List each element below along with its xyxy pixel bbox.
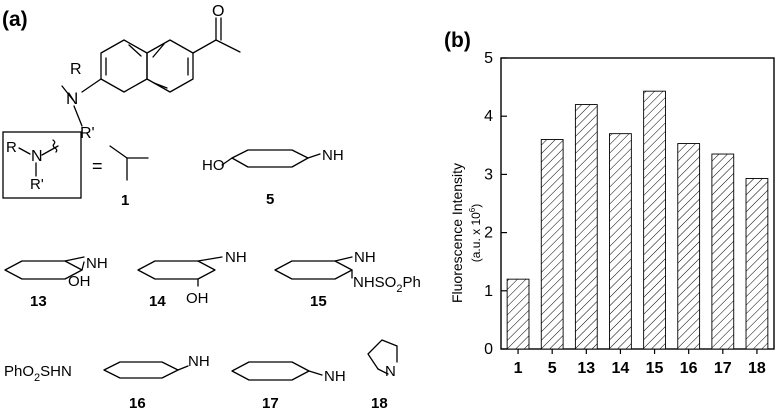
compound-15-label: 15 xyxy=(310,293,327,310)
x-tick-label-15: 15 xyxy=(646,360,664,377)
box-r-prime: R' xyxy=(30,176,44,193)
compound-15-group-2: NHSO2Ph xyxy=(353,274,421,295)
x-tick-label-18: 18 xyxy=(748,360,766,377)
compound-18-structure xyxy=(367,339,398,375)
compound-16-structure xyxy=(103,361,189,379)
y-axis-units-exponent: 6 xyxy=(468,207,477,212)
naphthalene-core xyxy=(61,17,241,127)
compound-17-structure xyxy=(231,361,323,381)
bar-5 xyxy=(540,139,564,350)
compound-1-label: 1 xyxy=(121,192,129,209)
compound-14-group-2: OH xyxy=(186,290,209,307)
bar-17 xyxy=(711,153,735,350)
compound-16-group-1: PhO2SHN xyxy=(4,363,72,384)
bar-13 xyxy=(574,104,598,350)
substituent-r-prime: R' xyxy=(80,125,95,142)
compound-14-group-1: NH xyxy=(225,249,247,266)
y-axis-units: (a.u. x 106) xyxy=(468,204,483,262)
structure-panel: (a) O N R R' R N R' = 1 xyxy=(2,3,421,412)
compound-16-group-3: NH xyxy=(188,353,210,370)
y-tick-label-2: 2 xyxy=(484,225,493,242)
compound-18-label: 18 xyxy=(371,395,388,412)
y-tick-label-1: 1 xyxy=(484,283,493,300)
bar-1 xyxy=(506,278,530,350)
compound-16-subscript: 2 xyxy=(34,372,40,384)
compound-17-group-1: NH xyxy=(324,368,346,385)
compound-5-structure xyxy=(221,149,321,168)
bar-15 xyxy=(643,90,666,350)
compound-16-group-2: SHN xyxy=(40,363,72,380)
x-tick-label-13: 13 xyxy=(577,360,595,377)
y-axis-units-close: ) xyxy=(469,204,483,208)
compound-13-label: 13 xyxy=(30,293,47,310)
compound-5-label: 5 xyxy=(266,191,274,208)
x-tick-label-1: 1 xyxy=(514,360,523,377)
x-tick-label-16: 16 xyxy=(680,360,698,377)
amine-nitrogen: N xyxy=(66,89,78,108)
bar-18 xyxy=(745,178,769,350)
compound-18-group-1: N xyxy=(385,363,396,380)
bar-16 xyxy=(677,143,701,350)
x-tick-label-17: 17 xyxy=(714,360,732,377)
carbonyl-oxygen: O xyxy=(212,3,224,20)
compound-5-group-1: HO xyxy=(202,157,225,174)
compound-15-structure xyxy=(274,256,353,280)
compound-5-group-2: NH xyxy=(322,147,344,164)
y-tick-label-3: 3 xyxy=(484,166,493,183)
substituent-box xyxy=(2,131,82,199)
substituent-r: R xyxy=(70,61,82,78)
y-tick-label-5: 5 xyxy=(484,50,493,67)
compound-17-label: 17 xyxy=(262,395,279,412)
compound-14-structure xyxy=(137,256,223,287)
compound-13-structure xyxy=(4,256,85,280)
x-tick-label-5: 5 xyxy=(548,360,557,377)
panel-b-label: (b) xyxy=(444,29,471,52)
compound-16-label: 16 xyxy=(129,395,146,412)
compound-15-subscript: 2 xyxy=(396,283,402,295)
compound-14-label: 14 xyxy=(149,293,166,310)
box-n: N xyxy=(31,148,43,165)
plot-frame xyxy=(500,57,775,350)
fluorescence-bar-chart: (b) Fluorescence Intensity (a.u. x 106) … xyxy=(444,29,775,377)
panel-a-label: (a) xyxy=(2,8,28,31)
y-axis-label: Fluorescence Intensity xyxy=(449,163,465,303)
compound-15-group-3: Ph xyxy=(402,274,420,291)
compound-13-group-1: NH xyxy=(86,255,108,272)
box-r: R xyxy=(6,139,17,156)
bar-14 xyxy=(609,133,632,350)
equals-sign: = xyxy=(92,156,103,176)
x-tick-label-14: 14 xyxy=(612,360,630,377)
y-tick-label-4: 4 xyxy=(484,108,493,125)
y-tick-label-0: 0 xyxy=(484,341,493,358)
compound-15-group-1: NH xyxy=(354,249,376,266)
compound-13-group-2: OH xyxy=(68,273,91,290)
compound-1-structure xyxy=(109,145,149,181)
